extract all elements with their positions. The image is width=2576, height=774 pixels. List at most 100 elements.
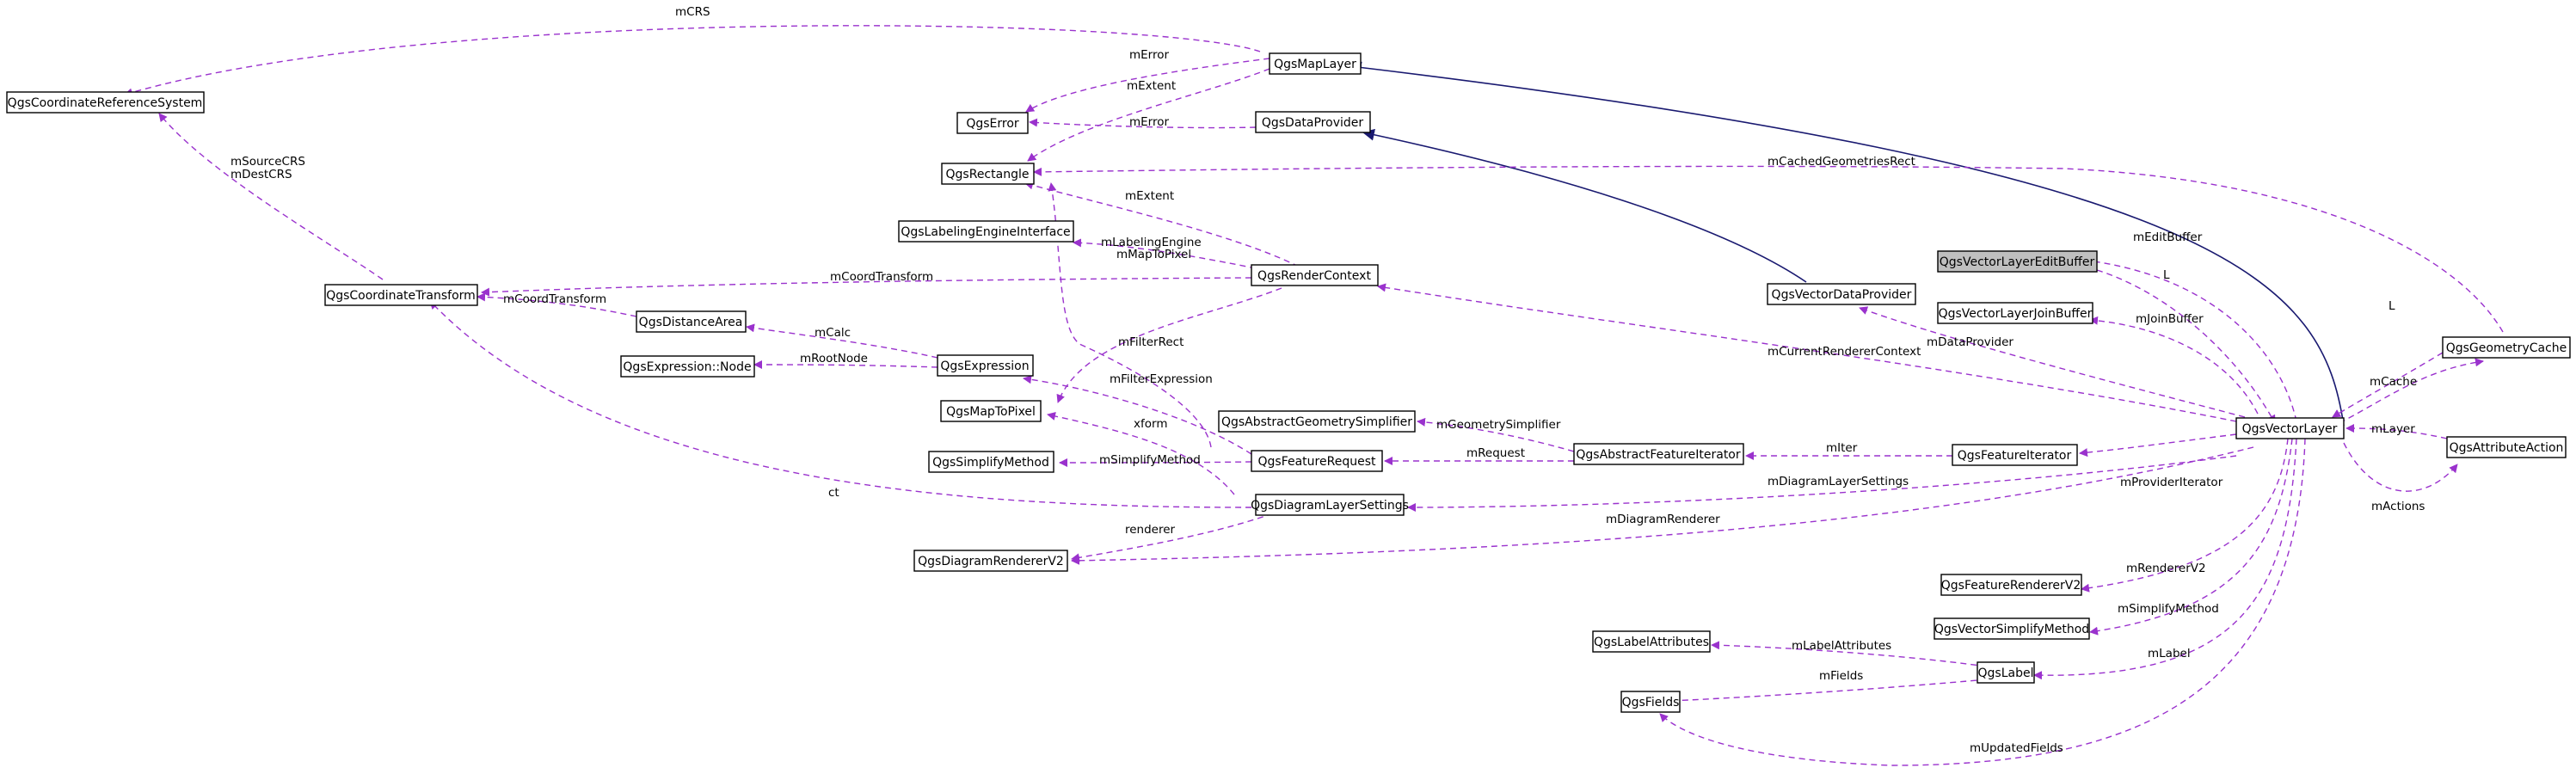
node-map-layer[interactable]: QgsMapLayer	[1269, 52, 1362, 75]
edge-msimplifymethod-vectorlayer: mSimplifyMethod	[2089, 438, 2293, 636]
node-render-context[interactable]: QgsRenderContext	[1251, 264, 1379, 286]
edge-label-miter: mIter	[1826, 441, 1858, 455]
node-feature-request[interactable]: QgsFeatureRequest	[1251, 450, 1383, 472]
edge-label-mlabel: mLabel	[2148, 647, 2191, 660]
edge-label-l-1: L	[2163, 268, 2170, 282]
edge-mrendererv2: mRendererV2	[2081, 438, 2289, 593]
edge-mjoinbuffer: mJoinBuffer	[2089, 312, 2263, 424]
svg-text:QgsDiagramLayerSettings: QgsDiagramLayerSettings	[1251, 499, 1409, 513]
edge-mupdatedfields: mUpdatedFields	[1659, 438, 2306, 766]
node-feature-iterator[interactable]: QgsFeatureIterator	[1952, 444, 2078, 466]
edge-mcrs: mCRS	[124, 5, 1261, 97]
edge-msimplifymethod-featurerequest: mSimplifyMethod	[1059, 453, 1252, 467]
node-expression-node[interactable]: QgsExpression::Node	[620, 355, 755, 378]
svg-text:QgsFeatureRendererV2: QgsFeatureRendererV2	[1941, 579, 2081, 593]
edge-mcurrentrenderercontext: mCurrentRendererContext	[1377, 283, 2237, 422]
edge-mcoordtransform-distancearea: mCoordTransform	[476, 292, 637, 317]
node-rectangle[interactable]: QgsRectangle	[941, 163, 1035, 185]
node-simplify-method[interactable]: QgsSimplifyMethod	[928, 451, 1054, 473]
edge-mlabelingengine: mLabelingEngine	[1073, 236, 1257, 269]
node-distance-area[interactable]: QgsDistanceArea	[636, 310, 747, 333]
edge-label-mfilterexpression: mFilterExpression	[1110, 372, 1213, 386]
node-fields[interactable]: QgsFields	[1620, 691, 1681, 713]
node-coordinate-transform[interactable]: QgsCoordinateTransform	[324, 284, 478, 306]
edge-label-mprovideriterator: mProviderIterator	[2120, 476, 2223, 489]
edge-mextent-rendercontext: mExtent	[1024, 181, 1300, 267]
edge-label-mextent-2: mExtent	[1125, 189, 1174, 203]
node-attribute-action[interactable]: QgsAttributeAction	[2446, 436, 2567, 458]
edge-miter: mIter	[1745, 441, 1953, 460]
edge-mgeometrysimplifier: mGeometrySimplifier	[1417, 417, 1575, 452]
svg-text:QgsSimplifyMethod: QgsSimplifyMethod	[932, 456, 1049, 470]
svg-text:QgsVectorLayerEditBuffer: QgsVectorLayerEditBuffer	[1940, 255, 2095, 269]
svg-text:QgsFields: QgsFields	[1622, 696, 1680, 710]
edge-label-mactions: mActions	[2371, 500, 2425, 513]
edge-label-mcoordtransform-2: mCoordTransform	[503, 292, 606, 306]
node-geometry-cache[interactable]: QgsGeometryCache	[2442, 336, 2571, 359]
edge-l-editbuffer: L	[2096, 268, 2276, 424]
node-label[interactable]: QgsLabel	[1977, 661, 2035, 684]
edge-label-mmaptopixel: mMapToPixel	[1116, 248, 1191, 261]
edge-label-merror-1: mError	[1129, 48, 1170, 62]
svg-text:QgsExpression: QgsExpression	[940, 359, 1029, 373]
edge-label-mrootnode: mRootNode	[800, 352, 868, 366]
svg-text:QgsFeatureIterator: QgsFeatureIterator	[1958, 449, 2072, 463]
svg-text:QgsCoordinateTransform: QgsCoordinateTransform	[326, 289, 476, 303]
edge-label-msimplifymethod-1: mSimplifyMethod	[1099, 453, 1201, 467]
edge-label-mcachedgeometriesrect: mCachedGeometriesRect	[1768, 155, 1915, 169]
edge-label-msimplifymethod-2: mSimplifyMethod	[2118, 602, 2219, 616]
edge-label-mextent-1: mExtent	[1127, 79, 1176, 93]
edge-xform: xform	[1047, 412, 1235, 495]
edge-label-mjoinbuffer: mJoinBuffer	[2136, 312, 2204, 326]
edge-label-meditbuffer: mEditBuffer	[2133, 230, 2203, 244]
svg-text:QgsAbstractFeatureIterator: QgsAbstractFeatureIterator	[1576, 448, 1740, 462]
edge-vectordataprovider-inherits-dataprovider	[1362, 128, 1807, 283]
svg-text:QgsDiagramRendererV2: QgsDiagramRendererV2	[918, 555, 1064, 568]
svg-text:QgsVectorSimplifyMethod: QgsVectorSimplifyMethod	[1934, 623, 2089, 636]
edge-label-mlayer: mLayer	[2371, 422, 2415, 436]
edge-mcalc: mCalc	[746, 323, 938, 359]
node-expression[interactable]: QgsExpression	[937, 354, 1034, 377]
edge-label-mrendererv2: mRendererV2	[2126, 562, 2206, 575]
edge-mlabelattributes: mLabelAttributes	[1711, 639, 1988, 667]
edge-label-mrequest: mRequest	[1466, 446, 1525, 460]
edge-mrootnode: mRootNode	[753, 352, 938, 370]
edge-label-mcurrentrenderercontext: mCurrentRendererContext	[1768, 345, 1921, 359]
node-vector-layer[interactable]: QgsVectorLayer	[2235, 417, 2345, 439]
edge-mdataprovider: mDataProvider	[1859, 306, 2246, 418]
edge-msourcecrs: mSourceCRS mDestCRS	[158, 113, 384, 280]
node-error[interactable]: QgsError	[956, 112, 1029, 134]
edge-label-mgeometrysimplifier: mGeometrySimplifier	[1436, 418, 1561, 432]
edge-mmaptopixel: mMapToPixel	[1056, 248, 1282, 403]
node-feature-renderer-v2[interactable]: QgsFeatureRendererV2	[1940, 574, 2082, 596]
node-vector-layer-edit-buffer[interactable]: QgsVectorLayerEditBuffer	[1937, 250, 2098, 273]
node-vector-data-provider[interactable]: QgsVectorDataProvider	[1767, 283, 1916, 305]
node-abstract-geometry-simplifier[interactable]: QgsAbstractGeometrySimplifier	[1218, 410, 1416, 433]
edge-mprovideriterator: mProviderIterator	[2079, 433, 2237, 489]
node-diagram-layer-settings[interactable]: QgsDiagramLayerSettings	[1251, 494, 1409, 516]
svg-text:QgsMapLayer: QgsMapLayer	[1274, 58, 1356, 71]
svg-text:QgsFeatureRequest: QgsFeatureRequest	[1258, 455, 1376, 469]
edge-label-ct: ct	[828, 486, 839, 500]
svg-text:QgsDistanceArea: QgsDistanceArea	[639, 316, 743, 329]
edge-label-mdiagramrenderer: mDiagramRenderer	[1606, 513, 1720, 526]
node-abstract-feature-iterator[interactable]: QgsAbstractFeatureIterator	[1573, 443, 1744, 465]
edge-mdiagramrenderer: mDiagramRenderer	[1071, 446, 2254, 565]
svg-text:QgsAbstractGeometrySimplifier: QgsAbstractGeometrySimplifier	[1221, 415, 1412, 429]
node-data-provider[interactable]: QgsDataProvider	[1255, 111, 1371, 133]
node-coordinate-reference-system[interactable]: QgsCoordinateReferenceSystem	[6, 91, 205, 114]
edge-label-mupdatedfields: mUpdatedFields	[1970, 741, 2063, 755]
node-vector-layer-join-buffer[interactable]: QgsVectorLayerJoinBuffer	[1937, 302, 2093, 324]
node-diagram-renderer-v2[interactable]: QgsDiagramRendererV2	[913, 550, 1068, 572]
edge-merror-maplayer: mError	[1025, 48, 1270, 113]
node-labeling-engine-interface[interactable]: QgsLabelingEngineInterface	[898, 220, 1074, 243]
edge-mlabel: mLabel	[2033, 438, 2297, 680]
edge-label-mdataprovider: mDataProvider	[1927, 335, 2013, 349]
edge-mcoordtransform-rendercontext: mCoordTransform	[481, 270, 1252, 297]
edge-mfilterrect: mFilterRect	[1048, 182, 1212, 448]
node-label-attributes[interactable]: QgsLabelAttributes	[1592, 630, 1711, 653]
edge-label-l-2: L	[2388, 299, 2395, 313]
node-vector-simplify-method[interactable]: QgsVectorSimplifyMethod	[1934, 617, 2090, 640]
node-map-to-pixel[interactable]: QgsMapToPixel	[940, 400, 1042, 422]
